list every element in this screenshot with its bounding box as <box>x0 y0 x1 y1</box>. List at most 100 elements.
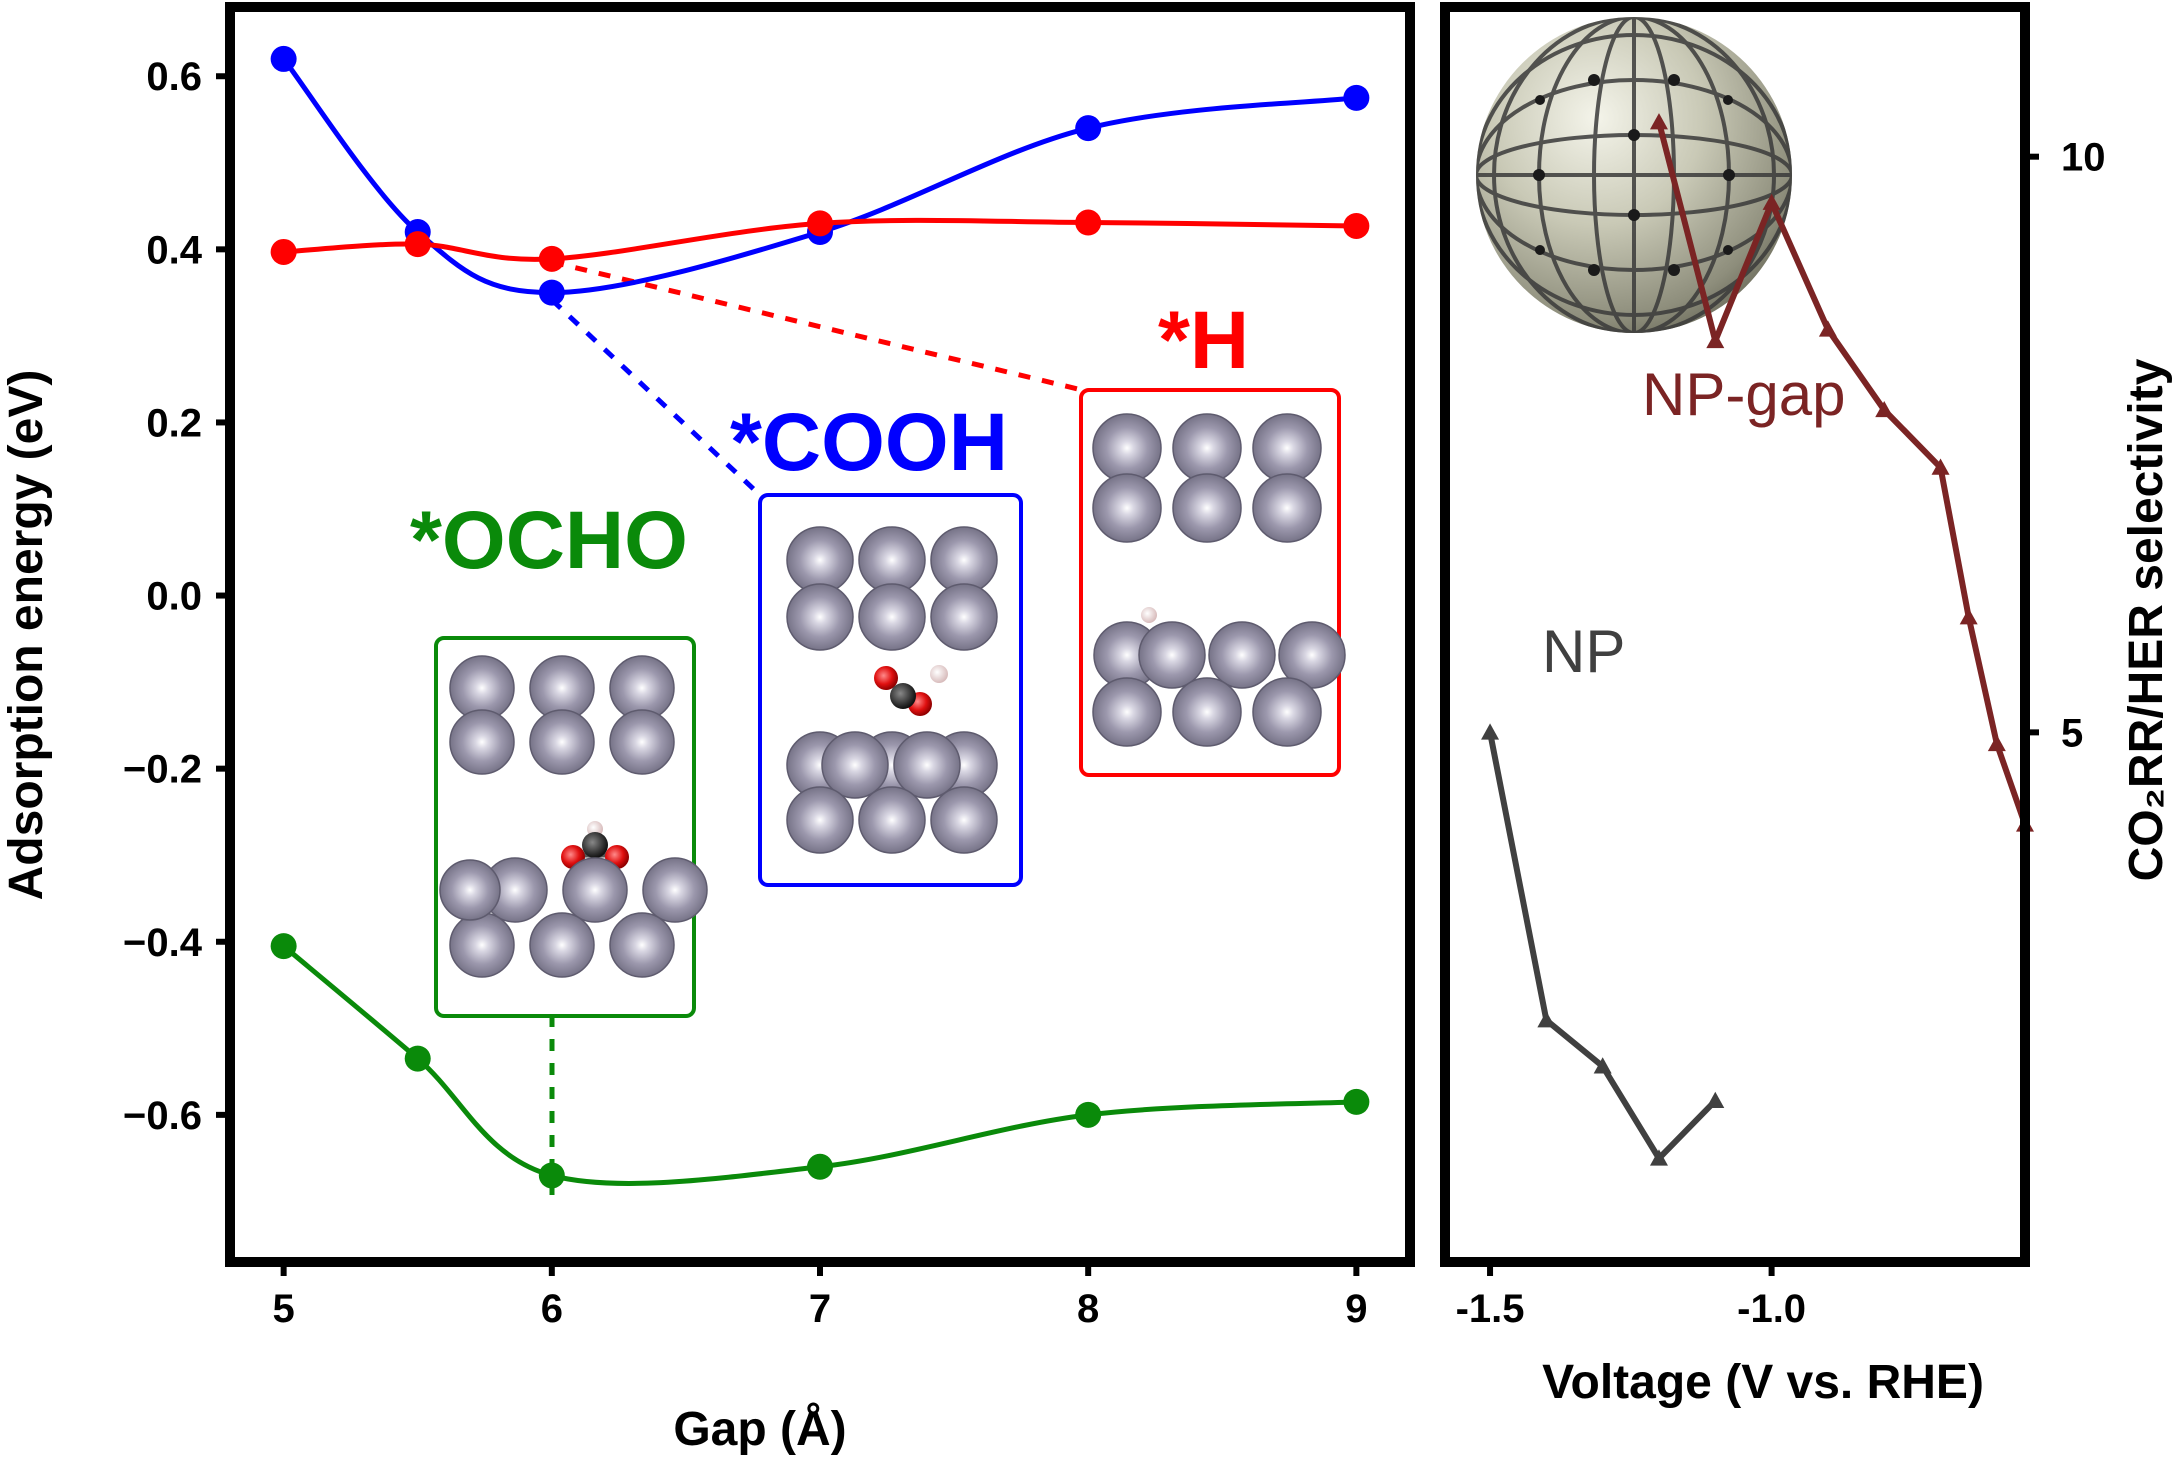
inset-h <box>1079 388 1346 777</box>
metal-atom <box>449 912 515 978</box>
left-y-tick-label: 0.4 <box>146 228 202 272</box>
metal-atom <box>609 709 675 775</box>
connector-cooh <box>550 298 762 497</box>
right-x-tick-label: -1.5 <box>1456 1287 1525 1331</box>
data-point-ocho <box>404 1045 431 1072</box>
right-x-ticks: -1.5 -1.0 <box>1456 1262 1806 1331</box>
annotation-h: *H <box>1158 295 1249 386</box>
data-point-npgap <box>1649 113 1668 130</box>
metal-atom <box>609 912 675 978</box>
left-x-axis-title: Gap (Å) <box>673 1402 846 1456</box>
left-series <box>270 45 1370 1189</box>
data-point-cooh <box>1075 115 1102 142</box>
data-point-np <box>1706 1091 1725 1109</box>
data-point-npgap <box>1931 458 1950 475</box>
annotation-np: NP <box>1542 618 1625 685</box>
metal-atom <box>562 857 628 923</box>
data-point-np <box>1537 1011 1556 1028</box>
metal-atom <box>1092 473 1162 543</box>
left-x-tick-label: 8 <box>1077 1287 1099 1331</box>
data-point-npgap <box>1762 193 1781 210</box>
metal-atom <box>858 786 926 854</box>
right-x-tick-label: -1.0 <box>1737 1287 1806 1331</box>
metal-atom <box>893 731 961 799</box>
annotation-ocho: *OCHO <box>410 495 688 586</box>
left-plot-frame <box>225 2 1415 1267</box>
right-x-axis-title: Voltage (V vs. RHE) <box>1542 1356 1984 1409</box>
series-line-np <box>1487 731 1718 1162</box>
left-y-tick-label: 0.0 <box>146 575 202 619</box>
metal-atom <box>930 583 998 651</box>
left-y-ticks: 0.60.40.20.0−0.2−0.4−0.6 <box>123 55 230 1138</box>
right-y-tick-label: 5 <box>2061 711 2083 755</box>
data-point-npgap <box>1818 320 1837 337</box>
metal-atom <box>439 859 501 921</box>
left-y-tick-label: 0.2 <box>146 401 202 445</box>
metal-atom <box>930 786 998 854</box>
connector-h <box>551 259 1083 393</box>
data-point-h <box>807 210 833 237</box>
right-y-ticks: 105 <box>2025 136 2106 755</box>
metal-atom <box>930 526 998 594</box>
annotation-cooh: *COOH <box>730 397 1008 488</box>
metal-atom <box>1252 677 1322 747</box>
metal-atom <box>449 709 515 775</box>
data-point-npgap <box>1987 734 2006 752</box>
metal-atom <box>786 583 854 651</box>
metal-atom <box>529 912 595 978</box>
data-point-h <box>538 245 565 272</box>
left-y-tick-label: −0.6 <box>123 1094 202 1138</box>
left-x-tick-label: 5 <box>273 1287 295 1331</box>
data-point-ocho <box>538 1162 565 1189</box>
right-plot-frame <box>1440 2 2030 1267</box>
metal-atom <box>1252 413 1322 483</box>
oxygen-atom <box>874 666 898 690</box>
metal-atom <box>1252 473 1322 543</box>
data-point-npgap <box>1706 331 1725 349</box>
metal-atom <box>858 583 926 651</box>
data-point-cooh <box>1343 84 1370 111</box>
data-point-h <box>270 238 297 265</box>
nanoparticle-image <box>1476 17 1792 333</box>
metal-atom <box>1172 473 1242 543</box>
metal-atom <box>786 786 854 854</box>
left-y-tick-label: 0.6 <box>146 55 202 99</box>
data-point-ocho <box>1075 1101 1102 1128</box>
left-y-tick-label: −0.4 <box>123 921 203 965</box>
right-series <box>1481 113 2034 1166</box>
metal-atom <box>786 526 854 594</box>
data-point-np <box>1481 723 1500 740</box>
data-point-cooh <box>538 279 565 306</box>
left-x-tick-label: 7 <box>809 1287 831 1331</box>
metal-atom <box>821 731 889 799</box>
left-x-tick-label: 6 <box>541 1287 563 1331</box>
metal-atom <box>642 857 708 923</box>
carbon-atom <box>582 832 608 858</box>
series-line-cooh <box>281 57 1357 296</box>
annotation-np-gap: NP-gap <box>1642 361 1845 428</box>
data-point-npgap <box>1875 400 1894 418</box>
data-point-npgap <box>1959 608 1978 625</box>
metal-atom <box>1092 413 1162 483</box>
data-point-np <box>1593 1057 1612 1074</box>
data-point-ocho <box>270 933 297 960</box>
metal-atom <box>1208 621 1276 689</box>
metal-atom <box>1092 677 1162 747</box>
data-point-h <box>404 231 431 258</box>
metal-atom <box>529 709 595 775</box>
data-point-cooh <box>270 45 297 72</box>
right-y-axis-title: CO₂RR/HER selectivity <box>2120 358 2172 881</box>
metal-atom <box>858 526 926 594</box>
inset-ocho <box>434 636 708 1018</box>
hydrogen-atom <box>930 665 948 683</box>
data-point-ocho <box>807 1153 833 1180</box>
right-panel: 105 -1.5 -1.0 Voltage (V vs. RHE) CO₂RR/H… <box>1440 2 2172 1409</box>
left-y-axis-title: Adsorption energy (eV) <box>0 370 53 901</box>
data-point-h <box>1075 209 1102 236</box>
data-point-h <box>1343 212 1370 239</box>
data-point-ocho <box>1343 1088 1370 1115</box>
metal-atom <box>1138 621 1206 689</box>
